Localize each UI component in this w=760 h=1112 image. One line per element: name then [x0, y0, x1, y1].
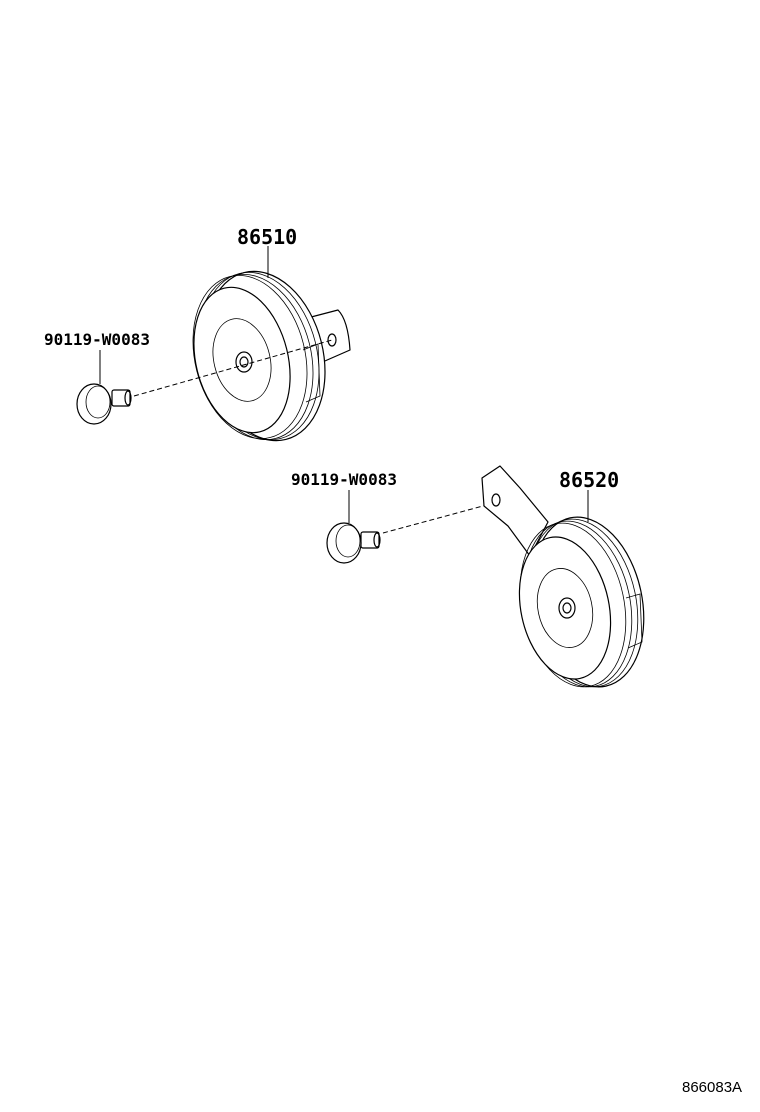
bolt-upper-part-number: 90119-W0083 [44, 330, 150, 349]
horn-high-part-number: 86510 [237, 225, 297, 249]
horn-high-center-stud [235, 351, 253, 373]
bolt-lower-part-number: 90119-W0083 [291, 470, 397, 489]
horn-low-assembly [481, 465, 645, 688]
horn-low-center-stud [558, 597, 576, 619]
bolt-upper-axis [133, 339, 333, 397]
diagram-code: 866083A [682, 1079, 742, 1096]
bolt-lower [326, 522, 381, 564]
horn-low-part-number: 86520 [559, 468, 619, 492]
horn-high-bracket-hole [327, 333, 337, 347]
horn-low-bracket [481, 465, 549, 557]
horn-low-bracket-hole [491, 493, 501, 507]
bolt-upper [76, 383, 132, 425]
horn-high-assembly [192, 270, 351, 442]
bolt-lower-axis [382, 502, 495, 534]
